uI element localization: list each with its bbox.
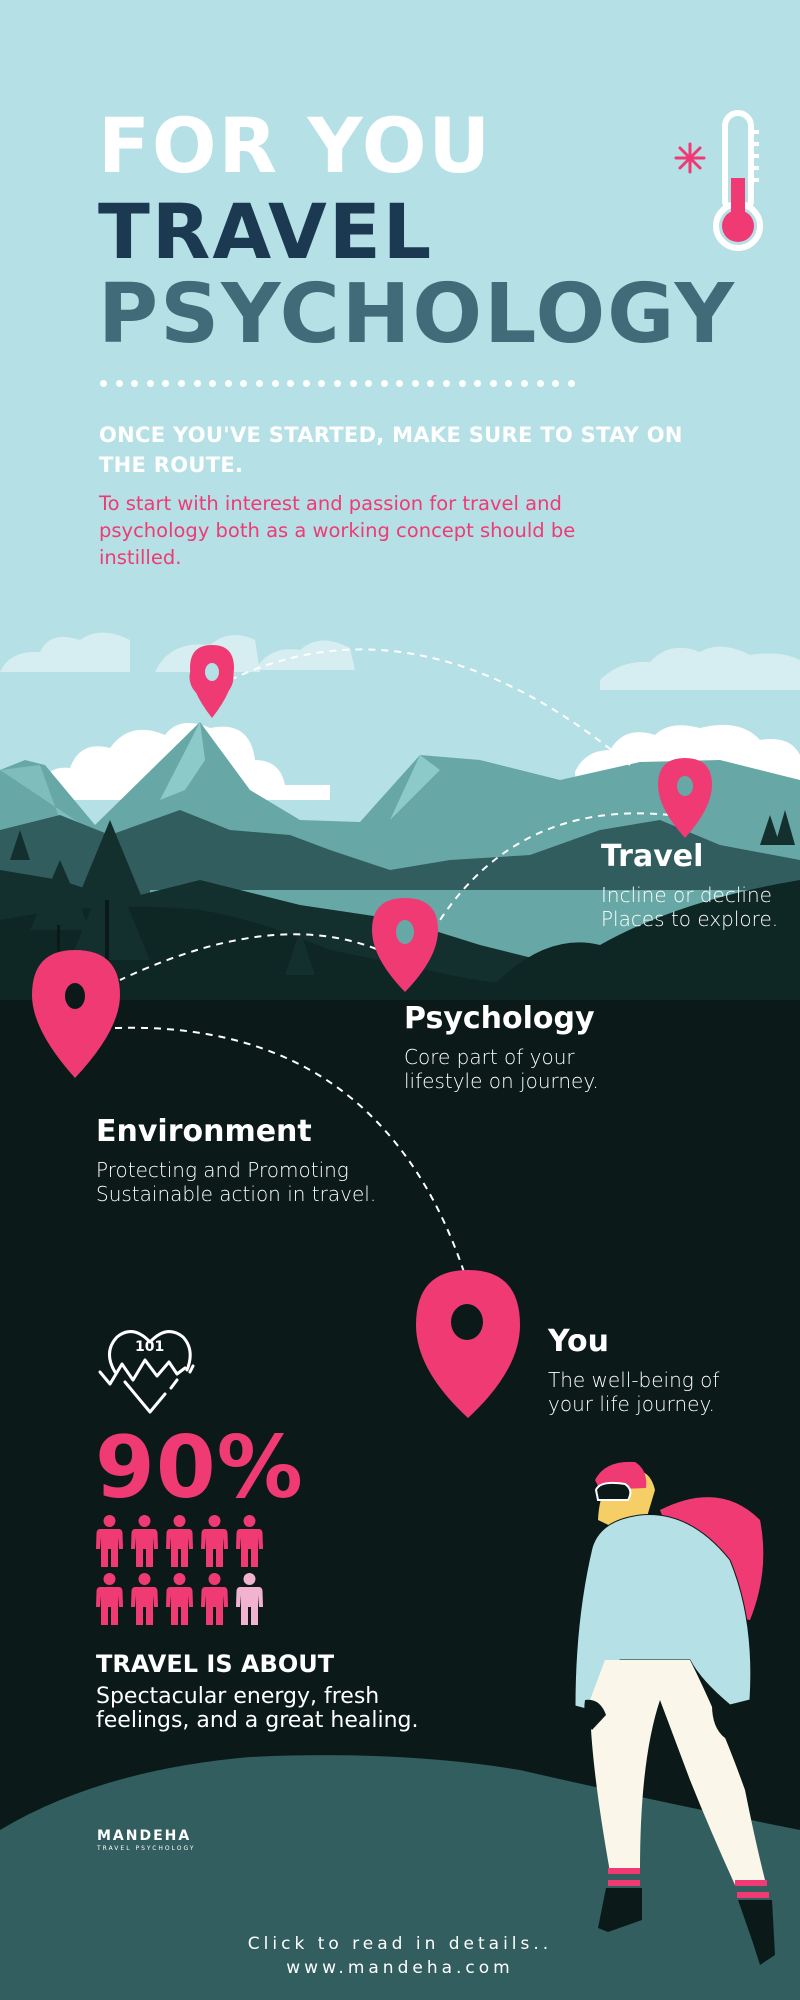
about-title: TRAVEL IS ABOUT: [96, 1650, 335, 1678]
person-icon: [166, 1515, 193, 1567]
route-desc-line2: your life journey.: [548, 1392, 715, 1416]
heart-label: 101: [135, 1339, 165, 1355]
person-icon-light: [236, 1573, 263, 1625]
route-desc-line1: Protecting and Promoting: [96, 1158, 349, 1182]
thermometer-snowflake-icon: [674, 110, 763, 251]
title-line-psychology: PSYCHOLOGY: [98, 267, 737, 362]
route-title: Psychology: [404, 1001, 595, 1036]
route-desc-line1: Core part of your: [404, 1045, 575, 1069]
stat-percentage: 90%: [95, 1418, 304, 1518]
route-desc-line1: The well-being of: [548, 1368, 720, 1392]
title-line-for-you: FOR YOU: [98, 101, 493, 190]
person-icon: [236, 1515, 263, 1567]
person-icon: [201, 1515, 228, 1567]
brand-logo: MANDEHA TRAVEL PSYCHOLOGY: [97, 1828, 196, 1852]
website-link[interactable]: www.mandeha.com: [286, 1958, 514, 1978]
route-title: Travel: [601, 839, 704, 874]
person-icon: [96, 1573, 123, 1625]
person-icon: [201, 1573, 228, 1625]
route-desc-line1: Incline or decline: [601, 883, 772, 907]
read-details-link[interactable]: Click to read in details..: [247, 1934, 553, 1954]
location-pin-icon: [189, 645, 234, 718]
route-desc-line2: Sustainable action in travel.: [96, 1182, 377, 1206]
hiker-illustration: [574, 1461, 775, 1965]
cloud-icon: [0, 632, 800, 690]
route-desc-line2: Places to explore.: [601, 907, 779, 931]
heart-pulse-icon: 101: [95, 1322, 215, 1422]
dotted-divider: [100, 380, 575, 387]
person-icon: [166, 1573, 193, 1625]
person-icon: [96, 1515, 123, 1567]
person-icon: [131, 1515, 158, 1567]
about-desc: Spectacular energy, fresh feelings, and …: [96, 1684, 419, 1733]
person-icon: [131, 1573, 158, 1625]
brand-name: MANDEHA: [97, 1828, 192, 1844]
people-pictogram: [95, 1515, 275, 1631]
route-title: Environment: [96, 1114, 312, 1149]
route-title: You: [548, 1324, 609, 1359]
route-desc-line2: lifestyle on journey.: [404, 1069, 599, 1093]
intro-lead: ONCE YOU'VE STARTED, MAKE SURE TO STAY O…: [99, 423, 683, 477]
brand-tagline: TRAVEL PSYCHOLOGY: [97, 1845, 196, 1852]
intro-sub: To start with interest and passion for t…: [99, 492, 576, 569]
title-line-travel: TRAVEL: [98, 187, 434, 276]
